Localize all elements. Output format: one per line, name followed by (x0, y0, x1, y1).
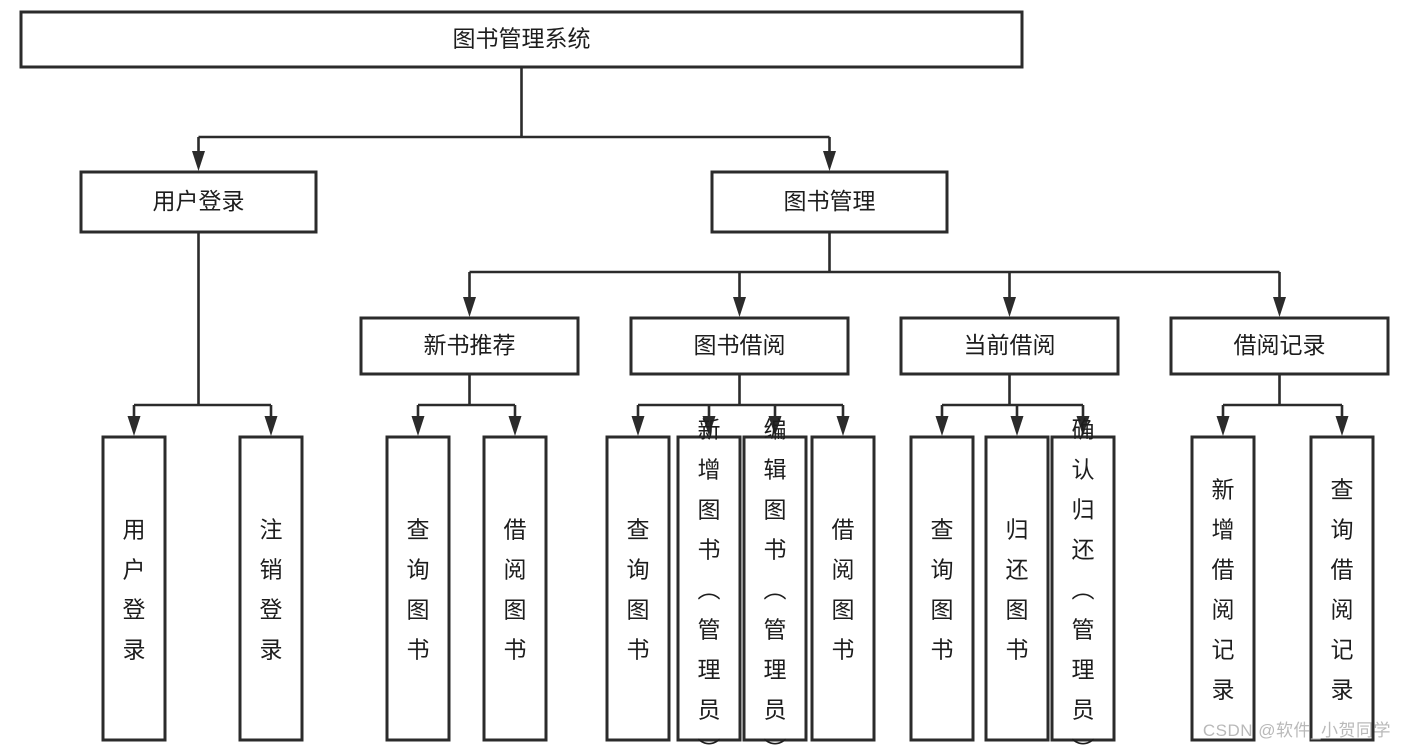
arrowhead-icon (702, 416, 716, 436)
node-leaf-query-borrow-record[interactable]: 查询借阅记录 (1309, 435, 1375, 742)
node-box-leaf-return-book (984, 435, 1050, 742)
node-label-book-management: 图书管理 (784, 188, 876, 214)
connector-group-user-login (127, 232, 278, 436)
node-label-leaf-query-book-new: 查询图书 (407, 516, 430, 662)
node-leaf-return-book[interactable]: 归还图书 (984, 435, 1050, 742)
node-box-leaf-borrow-book (810, 435, 876, 742)
arrowhead-icon (264, 416, 278, 436)
node-box-book-management (710, 170, 949, 234)
connector-group-current-borrow (935, 374, 1090, 436)
arrowhead-icon (935, 416, 949, 436)
node-leaf-edit-book-admin[interactable]: 编辑图书︵管理员︶ (742, 416, 808, 747)
node-box-leaf-confirm-return-admin (1050, 435, 1116, 742)
node-label-leaf-borrow-book: 借阅图书 (832, 516, 855, 662)
node-label-borrow-record: 借阅记录 (1234, 332, 1326, 358)
node-leaf-query-book-new[interactable]: 查询图书 (385, 435, 451, 742)
node-label-current-borrow: 当前借阅 (964, 332, 1056, 358)
node-box-root (19, 10, 1024, 69)
arrowhead-icon (1335, 416, 1349, 436)
node-leaf-logout-login[interactable]: 注销登录 (238, 435, 304, 742)
connector-group-book-borrow (631, 374, 850, 436)
node-box-leaf-add-borrow-record (1190, 435, 1256, 742)
arrowhead-icon (1273, 297, 1286, 317)
node-box-leaf-add-book-admin (676, 435, 742, 742)
arrowhead-icon (836, 416, 850, 436)
node-box-book-borrow (629, 316, 850, 376)
node-leaf-confirm-return-admin[interactable]: 确认归还︵管理员︶ (1050, 416, 1116, 747)
node-leaf-borrow-book-new[interactable]: 借阅图书 (482, 435, 548, 742)
arrowhead-icon (1003, 297, 1016, 317)
node-label-new-book-recommend: 新书推荐 (424, 332, 516, 358)
node-label-leaf-borrow-book-new: 借阅图书 (504, 516, 527, 662)
node-box-current-borrow (899, 316, 1120, 376)
node-label-leaf-query-borrow-record: 查询借阅记录 (1331, 476, 1354, 702)
node-root[interactable]: 图书管理系统 (19, 10, 1024, 69)
node-label-leaf-edit-book-admin: 编辑图书︵管理员︶ (764, 416, 787, 747)
arrowhead-icon (1010, 416, 1024, 436)
arrowhead-icon (508, 416, 522, 436)
node-box-leaf-query-book-borrow (605, 435, 671, 742)
node-label-user-login: 用户登录 (153, 188, 245, 214)
node-borrow-record[interactable]: 借阅记录 (1169, 316, 1390, 376)
node-label-leaf-add-book-admin: 新增图书︵管理员︶ (698, 416, 721, 747)
arrowhead-icon (631, 416, 645, 436)
node-box-leaf-borrow-book-new (482, 435, 548, 742)
node-leaf-borrow-book[interactable]: 借阅图书 (810, 435, 876, 742)
arrowhead-icon (768, 416, 782, 436)
node-label-leaf-query-book-borrow: 查询图书 (627, 516, 650, 662)
arrowhead-icon (463, 297, 476, 317)
arrowhead-icon (127, 416, 141, 436)
node-label-leaf-user-login: 用户登录 (123, 516, 146, 662)
node-leaf-query-book-borrow[interactable]: 查询图书 (605, 435, 671, 742)
node-label-leaf-logout-login: 注销登录 (260, 516, 283, 662)
node-boxes-group: 图书管理系统用户登录图书管理新书推荐图书借阅当前借阅借阅记录用户登录注销登录查询… (19, 10, 1390, 747)
node-leaf-add-borrow-record[interactable]: 新增借阅记录 (1190, 435, 1256, 742)
node-book-management[interactable]: 图书管理 (710, 170, 949, 234)
node-label-leaf-confirm-return-admin: 确认归还︵管理员︶ (1072, 416, 1095, 747)
node-box-leaf-query-book-current (909, 435, 975, 742)
node-user-login[interactable]: 用户登录 (79, 170, 318, 234)
connector-group-borrow-record (1216, 374, 1349, 436)
node-box-leaf-query-book-new (385, 435, 451, 742)
arrowhead-icon (1076, 416, 1090, 436)
node-box-user-login (79, 170, 318, 234)
node-box-new-book-recommend (359, 316, 580, 376)
arrowhead-icon (192, 151, 205, 171)
node-new-book-recommend[interactable]: 新书推荐 (359, 316, 580, 376)
connector-group-root (192, 67, 836, 171)
node-label-leaf-add-borrow-record: 新增借阅记录 (1212, 476, 1235, 702)
connector-group-new-book-recommend (411, 374, 522, 436)
node-label-leaf-return-book: 归还图书 (1006, 516, 1029, 662)
node-book-borrow[interactable]: 图书借阅 (629, 316, 850, 376)
node-label-leaf-query-book-current: 查询图书 (931, 516, 954, 662)
node-box-borrow-record (1169, 316, 1390, 376)
node-label-root: 图书管理系统 (453, 26, 591, 52)
arrowhead-icon (411, 416, 425, 436)
node-leaf-add-book-admin[interactable]: 新增图书︵管理员︶ (676, 416, 742, 747)
node-label-book-borrow: 图书借阅 (694, 332, 786, 358)
arrowhead-icon (733, 297, 746, 317)
node-leaf-user-login[interactable]: 用户登录 (101, 435, 167, 742)
connector-group-book-management (463, 232, 1286, 317)
node-box-leaf-edit-book-admin (742, 435, 808, 742)
node-box-leaf-query-borrow-record (1309, 435, 1375, 742)
node-box-leaf-user-login (101, 435, 167, 742)
arrowhead-icon (1216, 416, 1230, 436)
connector-lines-group (127, 67, 1349, 436)
node-current-borrow[interactable]: 当前借阅 (899, 316, 1120, 376)
node-leaf-query-book-current[interactable]: 查询图书 (909, 435, 975, 742)
arrowhead-icon (823, 151, 836, 171)
node-box-leaf-logout-login (238, 435, 304, 742)
